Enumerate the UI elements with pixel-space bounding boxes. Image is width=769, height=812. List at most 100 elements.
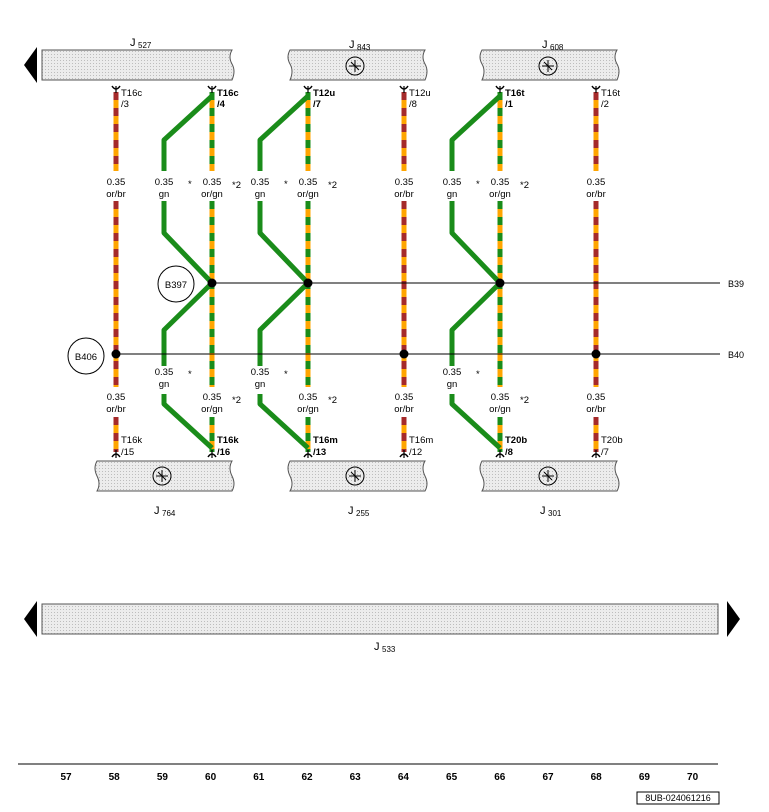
column-number: 60 [205,772,217,783]
wire-color: gn [159,189,170,200]
bus-end-label: B40 [728,350,744,360]
connector-pin: /2 [601,99,609,110]
wire-note: *2 [232,180,241,191]
wire-color: or/gn [201,189,223,200]
wire-size: 0.35 [299,392,318,403]
wire-size: 0.35 [203,392,222,403]
unit-sub: 301 [548,509,562,518]
wire-note: * [188,369,192,380]
unit-name: J [154,505,160,517]
wire-labels: T16c/3T16c/4T12u/7T12u/8T16t/1T16t/2T16k… [106,88,622,458]
connector-pin: /4 [217,99,226,110]
wire-size: 0.35 [491,177,510,188]
connector-id: T16m [313,435,338,446]
connector-id: T16k [121,435,142,446]
wire-size: 0.35 [251,367,270,378]
wire-note: * [284,369,288,380]
unit-j527[interactable]: J 527 [24,37,235,83]
unit-j608[interactable]: J 608 [479,39,620,81]
control-unit-icon [152,466,172,486]
gn-wire [449,94,502,171]
gn-wire [449,394,502,450]
junction-dot [207,278,217,288]
unit-j255[interactable]: J 255 [287,460,428,518]
junction-b397[interactable]: B397 [157,265,195,303]
wire-color: or/gn [489,404,511,415]
column-number: 63 [350,772,362,783]
wire-color: or/gn [297,189,319,200]
control-unit-icon [538,466,558,486]
unit-j533[interactable]: J 533 [24,601,740,654]
connector-pin: /15 [121,447,134,458]
wire-size: 0.35 [155,367,174,378]
wire-size: 0.35 [443,177,462,188]
bus-end-label: B39 [728,279,744,289]
connector-pin: /16 [217,447,230,458]
wire-size: 0.35 [155,177,174,188]
column-number: 64 [398,772,410,783]
connector-id: T12u [409,88,431,99]
wire-note: *2 [328,180,337,191]
gn-wire [161,94,214,171]
connector-pin: /8 [505,447,513,458]
column-number: 70 [687,772,699,783]
connector-pin: /3 [121,99,129,110]
control-unit-icon [538,56,558,76]
junction-dot [495,278,505,288]
connector-id: T16t [505,88,525,99]
connector-pin: /7 [601,447,609,458]
wire-note: *2 [520,180,529,191]
unit-j843[interactable]: J 843 [287,39,428,81]
footer-code-box: 8UB-024061216 [636,791,720,805]
connector-pin: /7 [313,99,321,110]
wire-note: * [476,179,480,190]
unit-name: J [542,39,548,51]
unit-sub: 608 [550,43,564,52]
column-number: 68 [591,772,603,783]
junction-dot [591,349,601,359]
connector-pin: /13 [313,447,326,458]
wire-color: gn [255,379,266,390]
unit-j764[interactable]: J 764 [94,460,235,518]
control-unit-icon [345,56,365,76]
column-number: 61 [253,772,265,783]
unit-sub: 843 [357,43,371,52]
junction-dot [399,349,409,359]
unit-name: J [540,505,546,517]
junction-label: B397 [165,280,187,291]
column-number: 67 [542,772,554,783]
wire-color: gn [447,379,458,390]
unit-name: J [374,641,380,653]
connector-pin: /12 [409,447,422,458]
wire-color: or/br [106,404,126,415]
wire-color: or/br [586,189,606,200]
gn-wire [257,94,310,171]
wire-color: gn [159,379,170,390]
connector-pin: /1 [505,99,514,110]
unit-name: J [348,505,354,517]
wire-note: * [476,369,480,380]
connector-id: T12u [313,88,335,99]
wire-color: or/br [394,189,414,200]
unit-sub: 527 [138,41,152,50]
junction-dot [303,278,313,288]
wire-color: or/gn [489,189,511,200]
junction-b406[interactable]: B406 [67,337,105,375]
unit-sub: 764 [162,509,176,518]
unit-sub: 533 [382,645,396,654]
unit-j301[interactable]: J 301 [479,460,620,518]
unit-sub: 255 [356,509,370,518]
wire-note: *2 [232,395,241,406]
connector-id: T20b [505,435,527,446]
gn-wire [257,394,310,450]
column-number: 66 [494,772,506,783]
wire-color: or/gn [297,404,319,415]
connector-id: T16k [217,435,239,446]
control-unit-icon [345,466,365,486]
left-arrow-icon [24,47,37,83]
junction-dots [111,278,601,359]
wire-size: 0.35 [491,392,510,403]
wire-color: or/br [586,404,606,415]
